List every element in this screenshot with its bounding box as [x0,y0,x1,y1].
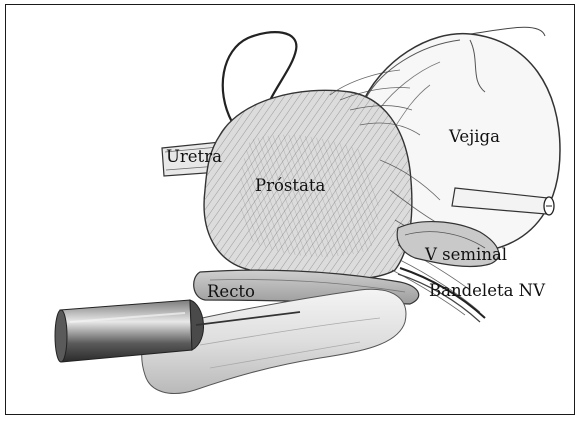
label-recto: Recto [207,284,255,301]
label-prostata: Próstata [255,178,325,195]
label-v-seminal: V seminal [425,247,507,264]
label-bandeleta-nv: Bandeleta NV [429,283,545,300]
label-vejiga: Vejiga [449,129,500,146]
label-uretra: Uretra [166,149,222,166]
